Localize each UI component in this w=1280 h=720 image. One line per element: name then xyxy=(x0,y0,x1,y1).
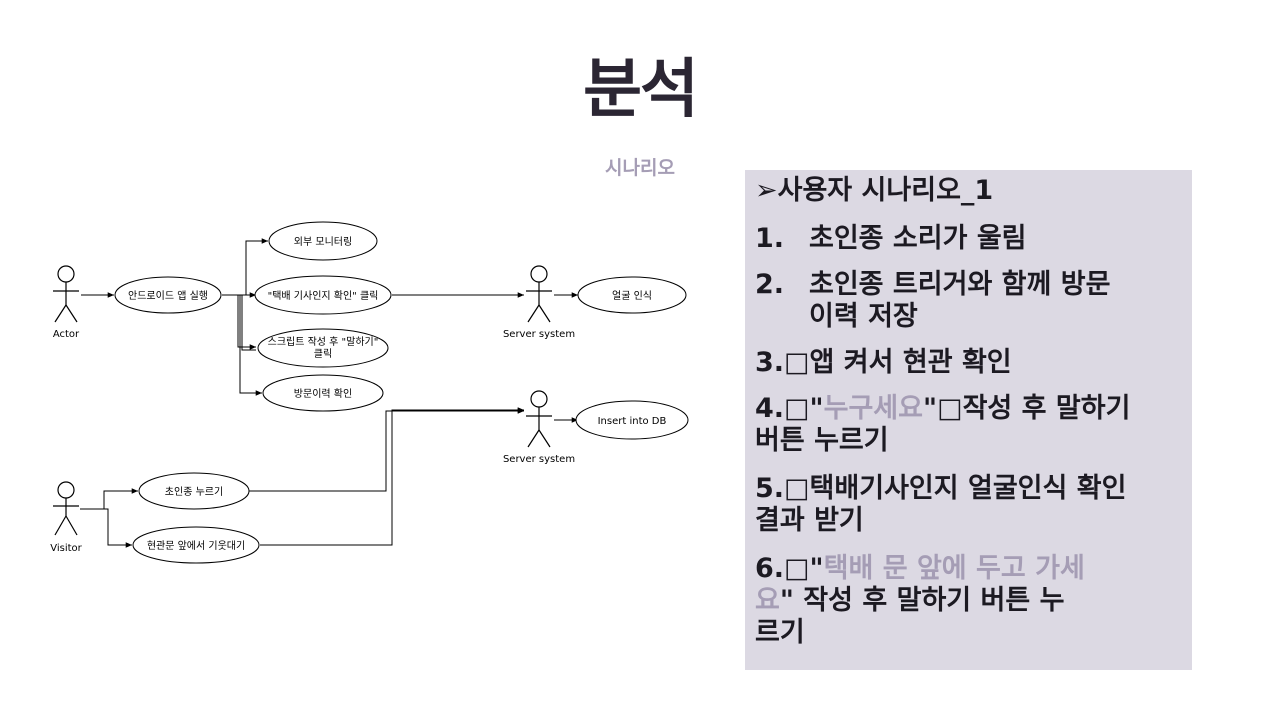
use-case-diagram: Actor Server system Server system Visito… xyxy=(50,221,689,564)
page-subtitle: 시나리오 xyxy=(605,157,675,179)
usecase-history xyxy=(262,374,384,412)
usecase-app-launch xyxy=(114,276,222,314)
usecase-monitoring-label: 외부 모니터링 xyxy=(294,236,352,248)
scenario-heading: ➢사용자 시나리오_1 xyxy=(755,175,994,206)
scenario-step-6: 6.□"택배 문 앞에 두고 가세 xyxy=(755,554,1177,584)
page-title: 분석 xyxy=(583,53,699,127)
step-4-suffix: "□작성 후 말하기 xyxy=(923,393,1131,424)
scenario-step-2-cont: 이력 저장 xyxy=(755,302,1177,332)
connectors xyxy=(80,238,578,548)
server-system-label-1: Server system xyxy=(503,329,575,340)
step-6-highlight-b: 요 xyxy=(755,585,780,616)
usecase-history-label: 방문이력 확인 xyxy=(294,388,352,400)
scenario-step-6-end: 르기 xyxy=(755,617,805,648)
usecase-monitoring xyxy=(268,221,378,261)
usecase-script-label-1: 스크립트 작성 후 "말하기" xyxy=(268,335,379,348)
usecase-face-recog-label: 얼굴 인식 xyxy=(612,290,652,302)
usecase-doorbell-label: 초인종 누르기 xyxy=(165,486,223,498)
step-4-highlight: 누구세요 xyxy=(823,393,923,424)
step-6-suffix: " 작성 후 말하기 버튼 누 xyxy=(779,585,1065,616)
actor-label: Actor xyxy=(53,329,80,340)
usecase-courier-click-label: "택배 기사인지 확인" 클릭 xyxy=(268,290,379,302)
visitor-label: Visitor xyxy=(50,543,82,554)
step-4-prefix: 4.□" xyxy=(755,393,824,424)
step-2-text-b: 이력 저장 xyxy=(809,301,918,332)
step-2-text-a: 초인종 트리거와 함께 방문 xyxy=(809,269,1111,300)
usecase-face-recog xyxy=(577,276,687,314)
scenario-step-4: 4.□"누구세요"□작성 후 말하기 xyxy=(755,394,1177,424)
step-1-text: 초인종 소리가 울림 xyxy=(809,223,1027,254)
usecase-script xyxy=(257,328,389,368)
usecase-waiting xyxy=(132,526,260,564)
scenario-step-2: 2. 초인종 트리거와 함께 방문 xyxy=(755,270,1177,300)
scenario-step-1: 1. 초인종 소리가 울림 xyxy=(755,224,1177,254)
scenario-panel: ➢사용자 시나리오_1 1. 초인종 소리가 울림 2. 초인종 트리거와 함께 방… xyxy=(745,170,1192,670)
visitor-figure xyxy=(53,481,79,536)
server-system-label-2: Server system xyxy=(503,454,575,465)
usecase-insert-db xyxy=(575,400,689,440)
scenario-step-5-cont: 결과 받기 xyxy=(755,505,864,536)
scenario-step-5: 5.□택배기사인지 얼굴인식 확인 xyxy=(755,473,1127,504)
server-system-figure-2 xyxy=(526,390,552,448)
step-6-highlight-a: 택배 문 앞에 두고 가세 xyxy=(823,553,1085,584)
actor-figure xyxy=(53,265,79,323)
scenario-step-6-cont: 요" 작성 후 말하기 버튼 누 xyxy=(755,586,1177,616)
usecase-courier-click xyxy=(254,275,392,315)
step-1-number: 1. xyxy=(755,223,785,254)
server-system-figure-1 xyxy=(526,265,552,323)
usecase-doorbell xyxy=(138,472,250,510)
usecase-script-label-2: 클릭 xyxy=(314,348,332,360)
usecase-waiting-label: 현관문 앞에서 기웃대기 xyxy=(147,540,245,552)
scenario-step-3: 3.□앱 켜서 현관 확인 xyxy=(755,347,1012,378)
step-2-number: 2. xyxy=(755,269,785,300)
usecase-insert-db-label: Insert into DB xyxy=(598,416,667,427)
step-6-prefix: 6.□" xyxy=(755,553,824,584)
usecase-app-launch-label: 안드로이드 앱 실행 xyxy=(128,290,208,302)
scenario-step-4-cont: 버튼 누르기 xyxy=(755,425,889,456)
